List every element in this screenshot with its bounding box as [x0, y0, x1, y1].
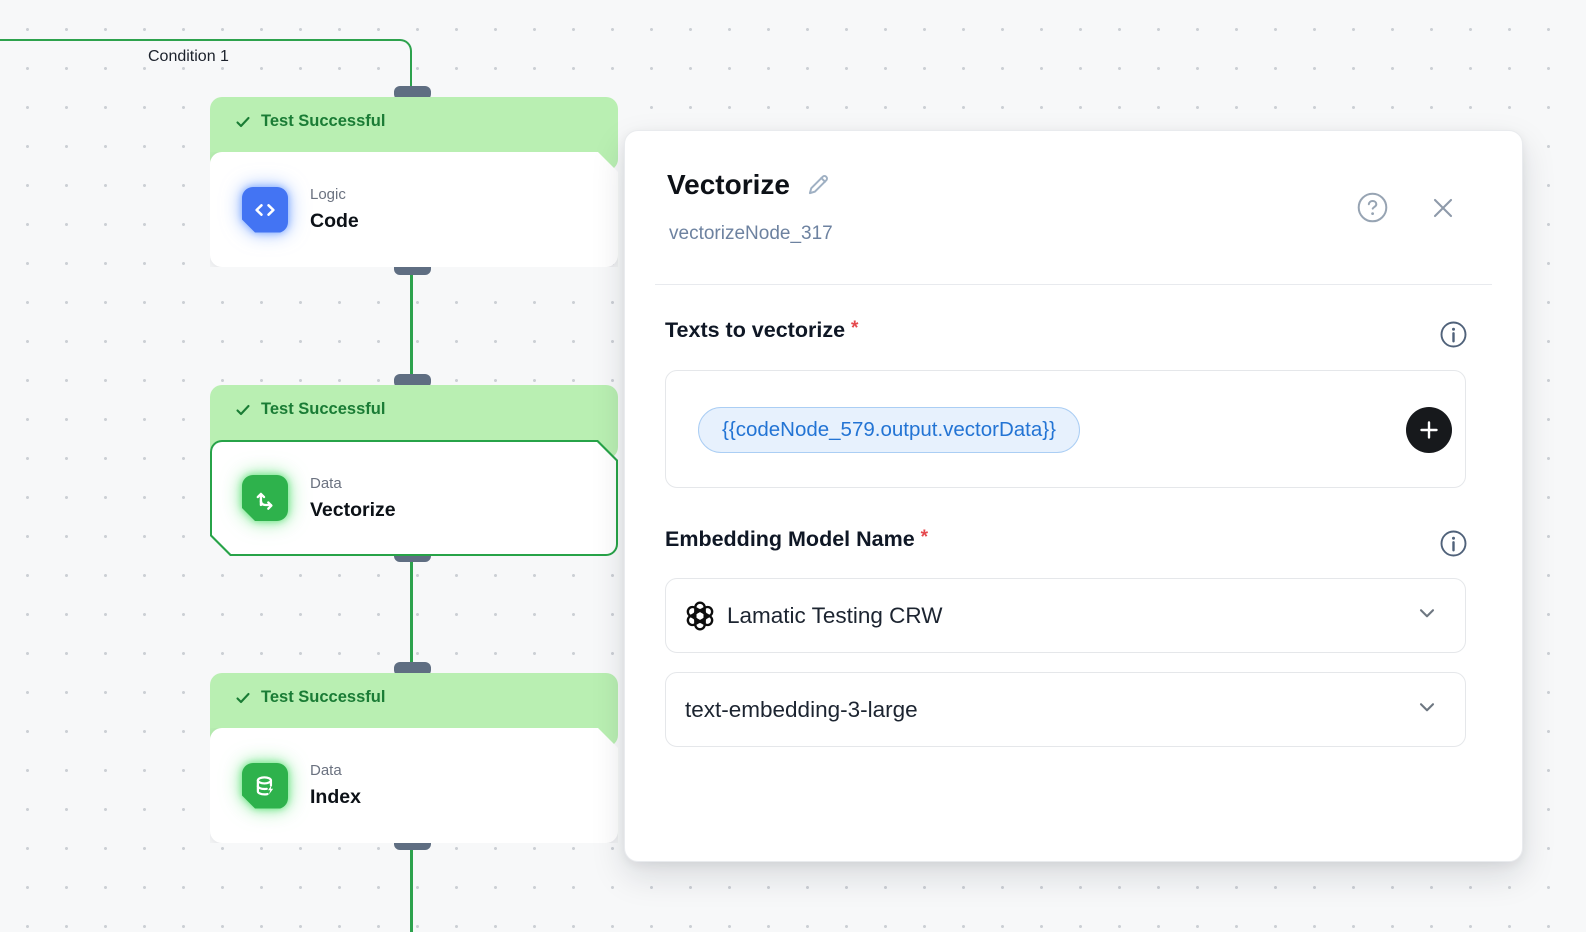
info-icon[interactable]: [1440, 321, 1467, 348]
plus-icon: [1418, 419, 1440, 441]
chevron-down-icon: [1415, 695, 1439, 724]
texts-to-vectorize-field[interactable]: {{codeNode_579.output.vectorData}}: [665, 370, 1466, 488]
edit-pencil-icon[interactable]: [805, 172, 831, 198]
node-id-label: vectorizeNode_317: [669, 223, 833, 244]
required-marker: *: [851, 318, 859, 339]
chevron-down-icon: [1415, 601, 1439, 630]
panel-title: Vectorize: [667, 169, 790, 200]
check-icon: [234, 401, 252, 419]
openai-logo: [685, 601, 715, 631]
connection-handle[interactable]: [394, 86, 431, 100]
status-badge-label: Test Successful: [261, 688, 386, 706]
node-category: Data: [310, 762, 342, 779]
add-text-button[interactable]: [1406, 407, 1452, 453]
status-badge-label: Test Successful: [261, 400, 386, 418]
model-select-value: text-embedding-3-large: [685, 696, 918, 722]
node-vectorize[interactable]: Data Vectorize: [212, 442, 616, 554]
close-icon[interactable]: [1431, 196, 1455, 220]
node-index[interactable]: Data Index: [210, 728, 618, 843]
embedding-model-select[interactable]: text-embedding-3-large: [665, 672, 1466, 747]
help-icon[interactable]: [1357, 192, 1388, 223]
node-code[interactable]: Logic Code: [210, 152, 618, 267]
field-label-texts: Texts to vectorize*: [665, 318, 859, 342]
provider-select-value: Lamatic Testing CRW: [727, 602, 943, 628]
node-category: Data: [310, 474, 342, 492]
connection-handle[interactable]: [394, 662, 431, 676]
vectorize-icon: [242, 475, 288, 521]
variable-chip[interactable]: {{codeNode_579.output.vectorData}}: [698, 407, 1080, 453]
code-icon: [242, 187, 288, 233]
node-title: Vectorize: [310, 498, 396, 521]
wire-vectorize-to-index: [410, 552, 413, 666]
node-title: Code: [310, 210, 359, 232]
field-label-embedding-model: Embedding Model Name*: [665, 527, 929, 551]
info-icon[interactable]: [1440, 530, 1467, 557]
required-marker: *: [920, 527, 929, 548]
check-icon: [234, 113, 252, 131]
node-category: Logic: [310, 186, 346, 203]
condition-branch-label: Condition 1: [148, 48, 229, 65]
embedding-provider-select[interactable]: Lamatic Testing CRW: [665, 578, 1466, 653]
node-vectorize-selected-border: Data Vectorize: [210, 440, 618, 556]
connection-handle[interactable]: [394, 374, 431, 388]
node-title: Index: [310, 786, 361, 808]
node-config-panel: Vectorize vectorizeNode_317 Texts to vec…: [624, 130, 1523, 862]
database-icon: [242, 763, 288, 809]
status-badge-label: Test Successful: [261, 112, 386, 130]
check-icon: [234, 689, 252, 707]
wire-index-out: [410, 842, 413, 932]
condition-wire: [0, 39, 412, 95]
divider: [655, 284, 1492, 285]
wire-code-to-vectorize: [410, 268, 413, 378]
